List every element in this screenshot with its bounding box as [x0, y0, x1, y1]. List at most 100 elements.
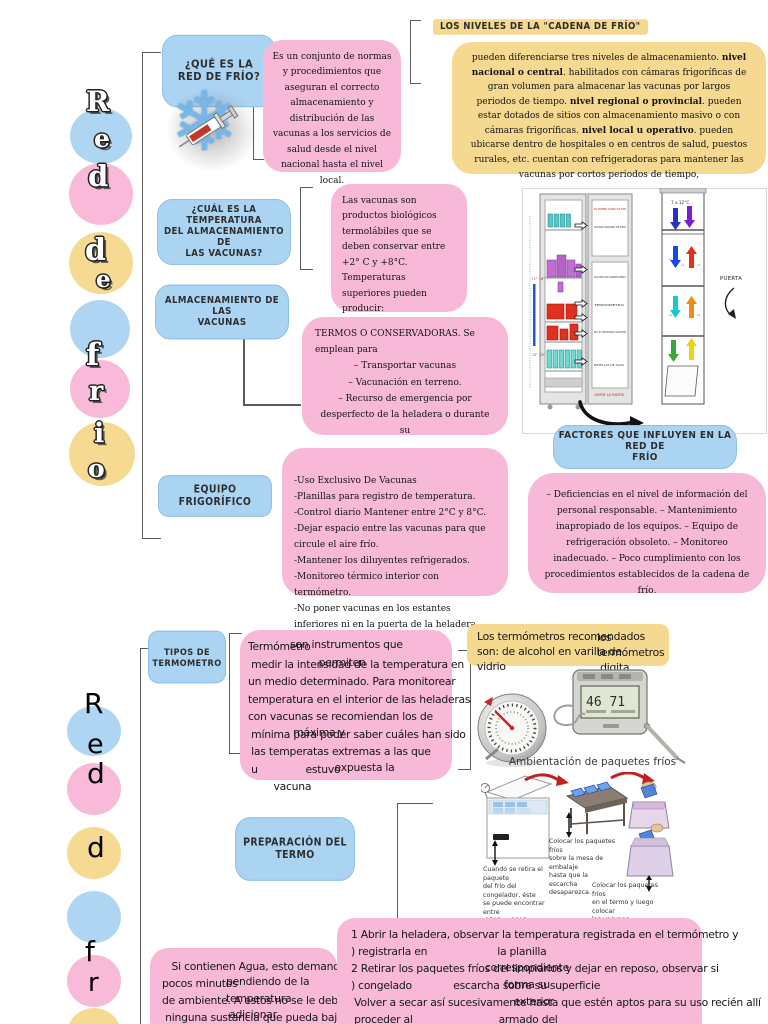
letter-R-top: R — [86, 85, 110, 118]
letter-circle-blue-1 — [70, 108, 132, 164]
niveles-title-strip: LOS NIVELES DE LA "CADENA DE FRÍO" — [433, 19, 648, 35]
connector-almacenamiento-v — [243, 334, 245, 406]
fridge-temp-label: 7 a 12°C — [671, 200, 689, 205]
que-answer-text: Es un conjunto de normas y procedimiento… — [272, 52, 392, 186]
fridge-diagram: +2° +8° -15° -25° — [522, 188, 767, 434]
bubble-preparacion-termo: PREPARACIÓN DEL TERMO — [235, 817, 355, 881]
ambientacion-diagram — [481, 772, 674, 892]
letter-e-bottom: e — [87, 729, 104, 760]
agua-box: Si contienen Agua, esto demandará pocos … — [150, 948, 375, 1024]
bubble-equipo-frigorifico: EQUIPO FRIGORÍFICO — [158, 475, 272, 517]
letter-f-bottom: f — [85, 935, 95, 968]
fridge-label-1: ACUMULADORES DE FRIO — [594, 225, 627, 229]
fridge-label-0: NO ROMPER CADENA DE FRIO — [594, 207, 626, 211]
letter-R-bottom: R — [84, 687, 104, 720]
termos-intro: TERMOS O CONSERVADORAS. Se emplean para — [315, 329, 475, 356]
thermometer-illustrations: 46 71 — [477, 669, 686, 767]
letter-circle-pink-4 — [67, 955, 121, 1007]
cooler-top — [628, 781, 670, 829]
letter-circle-pink-2 — [70, 360, 130, 418]
bracket-top-main — [142, 52, 161, 539]
temperatura-text: Las vacunas son productos biológicos ter… — [342, 196, 446, 315]
digital-display-value: 46 71 — [586, 695, 625, 710]
ambientacion-caption-2: Colocar los paquetes fríos sobre la mesa… — [549, 838, 615, 896]
termos-items: – Transportar vacunas – Vacunación en te… — [320, 361, 490, 437]
letter-e-top: e — [94, 124, 110, 153]
ambientacion-caption-1: Cuando se retira el paquete del frío del… — [483, 866, 545, 924]
steps-box: 1 Abrir la heladera, observar la tempera… — [337, 918, 761, 1024]
steps-text-layer1: 1 Abrir la heladera, observar la tempera… — [351, 928, 761, 1024]
fridge-label-6: CIERRE LA PUERTA — [594, 393, 625, 397]
equipo-text: -Uso Exclusivo De Vacunas -Planillas par… — [294, 476, 487, 631]
niveles-t2: . pueden estar dotados de sitios con alm… — [477, 96, 742, 136]
tipos-termometro-box: Termómetro medir la intensidad de la tem… — [240, 630, 471, 793]
niveles-t3: . pueden ubicarse dentro de hospitales o… — [470, 125, 748, 180]
letter-d2-top: d — [85, 233, 106, 268]
letter-circle-blue-3 — [67, 706, 121, 756]
letter-o-top: o — [88, 454, 105, 483]
bubble-tipos-termometro: TIPOS DE TERMOMETRO — [148, 630, 226, 684]
snowflake-syringe-illustration: ❄ — [160, 80, 264, 176]
bubble-almacenamiento: ALMACENAMIENTO DE LAS VACUNAS — [155, 284, 289, 340]
bubble-temperatura: ¿CUÁL ES LA TEMPERATURA DEL ALMACENAMIEN… — [157, 199, 291, 265]
niveles-intro: pueden diferenciarse tres niveles de alm… — [471, 53, 722, 63]
letter-circle-blue-2 — [70, 300, 130, 358]
temperatura-box: Las vacunas son productos biológicos ter… — [331, 184, 467, 361]
fridge-bottles-row — [546, 349, 582, 369]
factores-text: – Deficiencias en el nivel de informació… — [544, 490, 750, 597]
syringe-icon — [178, 105, 239, 148]
svg-text:+4: +4 — [680, 263, 685, 267]
niveles-t1: . habilitados con cámaras frigoríficas d… — [476, 67, 747, 107]
factores-box: – Deficiencias en el nivel de informació… — [528, 473, 766, 597]
svg-text:-2: -2 — [668, 257, 671, 261]
letter-r-bottom: r — [88, 968, 99, 998]
fridge-label-4: DPT, DT ANTITETANICA SOLVENTES — [594, 330, 626, 334]
fridge-red-rows — [546, 303, 579, 341]
letter-circle-blue-4 — [67, 891, 121, 943]
agua-text-layer1: Si contienen Agua, esto demandará pocos … — [162, 960, 375, 1024]
letter-r-top: r — [89, 376, 104, 407]
letter-d-top: d — [88, 159, 109, 193]
niveles-nivel-nacional: nivel nacional o central — [471, 53, 747, 78]
thermometer-digital: 46 71 — [553, 669, 686, 764]
que-answer-box: Es un conjunto de normas y procedimiento… — [263, 40, 401, 186]
thermometer-analog — [477, 693, 547, 767]
bubble-factores: FACTORES QUE INFLUYEN EN LA RED DE FRÍO — [553, 425, 737, 469]
fridge-puerta-label: PUERTA — [720, 276, 742, 282]
tipos-text-layer1: Termómetro medir la intensidad de la tem… — [248, 640, 471, 793]
letter-i-top: i — [94, 418, 105, 449]
agua-text-layer2: pendiendo de la temperatura adicionar — [226, 975, 310, 1022]
niveles-nivel-local: nivel local u operativo — [581, 125, 694, 136]
bracket-bottom-main — [140, 648, 153, 1024]
cooler-bottom — [626, 823, 674, 877]
letter-circle-yellow-4 — [67, 1008, 121, 1024]
fridge-vials-row — [547, 213, 571, 228]
fridge-label-5: BOTELLAS DE AGUA — [594, 363, 625, 367]
letter-d-bottom: d — [87, 757, 105, 790]
niveles-title-text: LOS NIVELES DE LA "CADENA DE FRÍO" — [440, 21, 641, 33]
bracket-preparacion — [397, 803, 433, 919]
bracket-tipos — [229, 633, 242, 754]
fridge-label-2: POLIO TRIPLE VIRAL SARAMPION RUBEOLA — [594, 275, 626, 279]
letter-d2-bottom: d — [87, 831, 105, 864]
svg-text:+4: +4 — [668, 313, 673, 317]
letter-f-top: f — [86, 337, 100, 373]
recomendados-layer1: Los termómetros recomendados son: de alc… — [477, 630, 645, 673]
packing-table — [565, 781, 629, 834]
snowflake-icon: ❄ — [170, 75, 239, 170]
steps-text-layer2: correspondiente forma su exterior — [485, 961, 570, 1008]
letter-circle-yellow-3 — [67, 827, 121, 879]
ambientacion-caption: Ambientación de paquetes fríos — [508, 756, 677, 768]
niveles-nivel-regional: nivel regional o provincial — [569, 96, 702, 107]
letter-circle-yellow-2 — [69, 422, 135, 486]
svg-text:+6: +6 — [696, 313, 701, 317]
connector-almacenamiento-h2 — [243, 404, 301, 406]
niveles-box: pueden diferenciarse tres niveles de alm… — [452, 42, 766, 180]
recomendados-box: Los termómetros recomendados son: de alc… — [467, 624, 669, 689]
letter-circle-pink-3 — [67, 763, 121, 815]
letter-e2-top: e — [96, 266, 111, 293]
fridge-range-bottom-label: -15° -25° — [531, 353, 546, 357]
svg-text:+6: +6 — [696, 263, 701, 267]
fridge-range-top-label: +2° +8° — [531, 277, 545, 281]
